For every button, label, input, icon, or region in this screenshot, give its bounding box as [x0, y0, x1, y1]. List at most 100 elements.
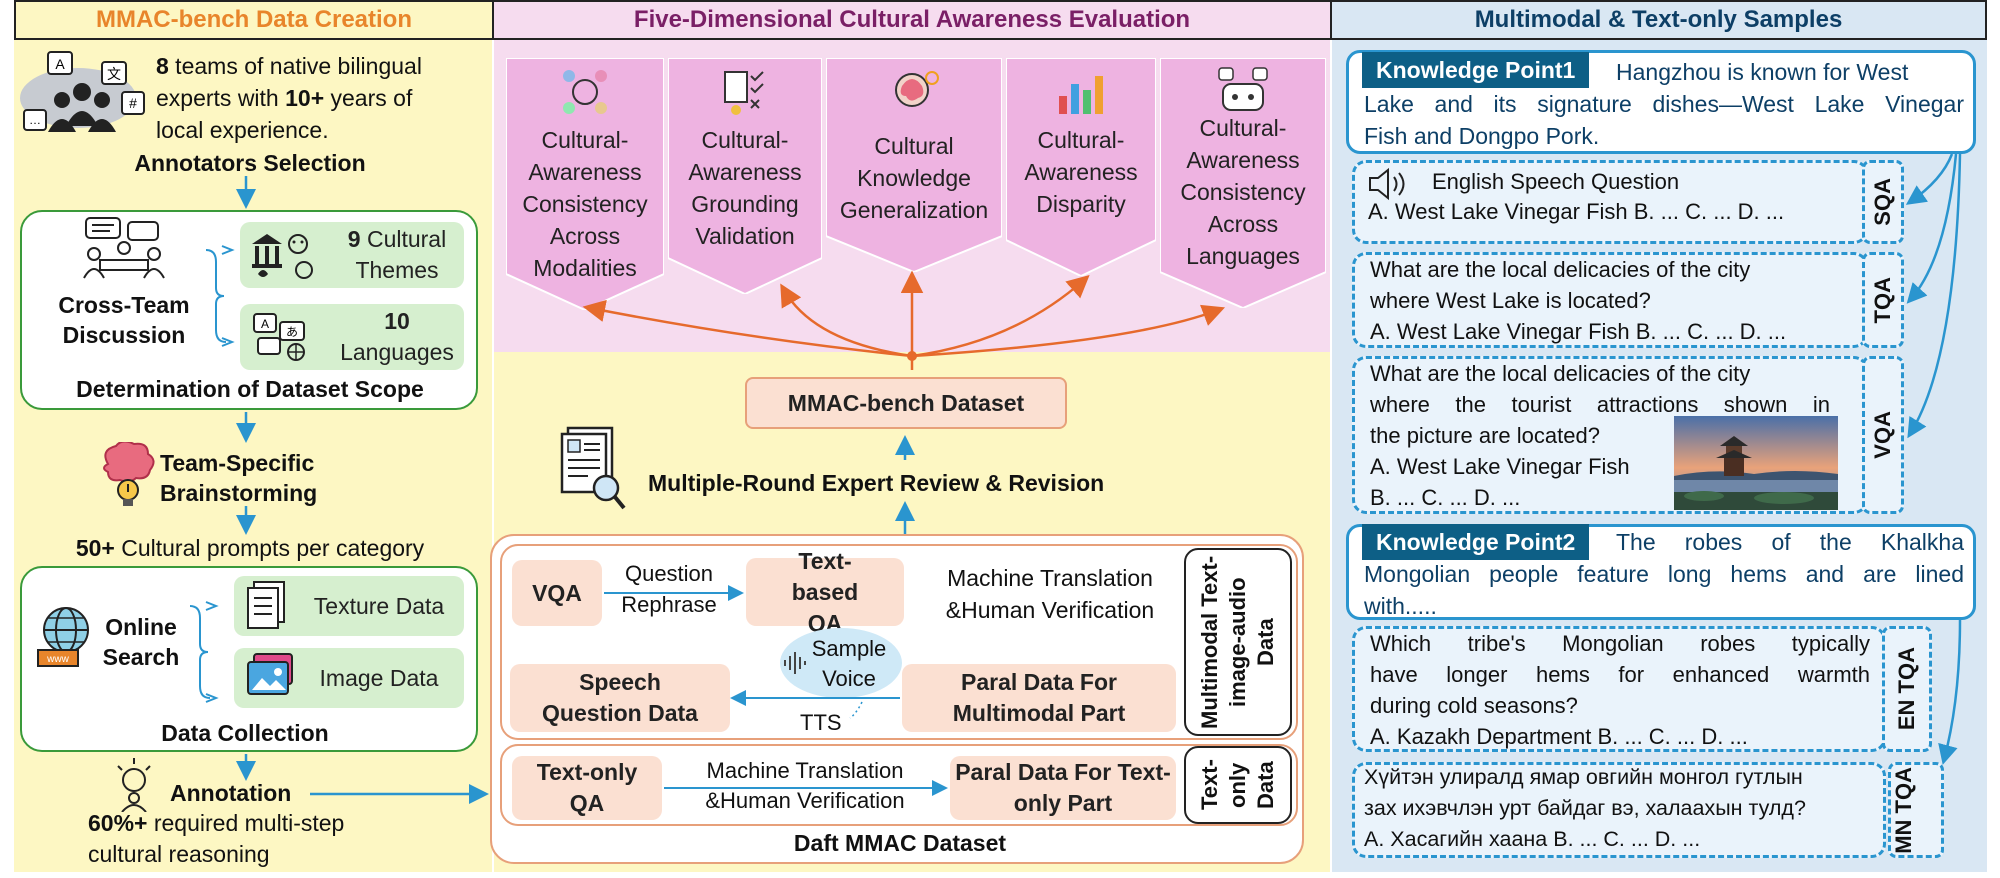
vqa-q3: the picture are located?: [1370, 423, 1600, 448]
mt-text: Machine Translation: [947, 565, 1153, 591]
annotators-desc-1: teams of native bilingual: [168, 53, 422, 79]
en-tqa-question: Which tribe's Mongolian robes typically …: [1370, 628, 1870, 752]
discussion-text: Discussion: [62, 322, 186, 348]
text-only-qa-box: Text-only QA: [512, 756, 662, 820]
sqa-answer: A. West Lake Vinegar Fish B. ... C. ... …: [1368, 199, 1785, 224]
annotators-description: 8 teams of native bilingual experts with…: [156, 50, 492, 146]
knowledge-point-2-text: The robes of the Khalkha Mongolian peopl…: [1364, 526, 1964, 622]
languages-text: Languages: [340, 339, 454, 365]
themes-a: Cultural: [360, 226, 447, 252]
en-answer: A. Kazakh Department B. ... C. ... D. ..…: [1370, 724, 1748, 749]
dimension-card: Cultural-Awareness Disparity: [1006, 58, 1156, 276]
dimension-label: Cultural-Awareness Consistency Across Mo…: [522, 127, 648, 281]
annotators-selection-label: Annotators Selection: [134, 150, 366, 176]
image-icon: [247, 653, 293, 695]
vqa-box: VQA: [512, 560, 602, 626]
reasoning-b: cultural reasoning: [88, 841, 270, 867]
grounding-validation-icon: [724, 71, 764, 115]
themes-b: Themes: [355, 257, 439, 283]
svg-text:あ: あ: [286, 325, 298, 339]
tts-label: TTS: [800, 710, 842, 735]
team-specific-label: Team-Specific Brainstorming: [160, 448, 350, 508]
svg-text:A: A: [55, 56, 65, 72]
online-search-icon: www: [37, 607, 89, 667]
multimodal-side-label: Multimodal Text-image-audio Data: [1197, 555, 1278, 729]
dimension-shield: [826, 58, 1002, 272]
dimension-label: Cultural-Awareness Disparity: [1024, 127, 1138, 217]
sample-connector-arrows: [1905, 153, 1962, 765]
svg-text:…: …: [29, 113, 41, 127]
scope-bracket: [205, 245, 235, 347]
svg-text:www: www: [46, 654, 69, 665]
years-count: 10+: [285, 85, 325, 111]
en-q3: during cold seasons?: [1370, 693, 1578, 718]
document-icon: [247, 581, 285, 629]
sample-voice-label: Sample Voice: [811, 636, 887, 691]
dimension-card: Cultural-Awareness Grounding Validation: [668, 58, 822, 294]
expert-review-label: Multiple-Round Expert Review & Revision: [648, 470, 1105, 496]
west-lake-pavilion-photo: [1674, 416, 1838, 510]
dimension-shield: [1006, 58, 1156, 276]
question-text: Question: [624, 561, 714, 586]
annotation-to-daft-arrow: [310, 784, 489, 804]
multimodal-side-box: Multimodal Text-image-audio Data: [1184, 548, 1292, 736]
annotation-label: Annotation: [170, 780, 292, 806]
tqa-sample-box: [1352, 252, 1868, 348]
kp2-line-c: with.....: [1364, 593, 1437, 619]
left-flow-arrows: [236, 176, 256, 781]
process-arrows: [604, 585, 948, 796]
data-collection-label: Data Collection: [161, 720, 329, 746]
machine-translation-2-label: Machine Translation &Human Verification: [670, 756, 940, 816]
paral-text-only-box: Paral Data For Text-only Part: [950, 756, 1176, 820]
consistency-languages-icon: [1218, 67, 1268, 111]
kp2-line-b: Mongolian people feature long hems and a…: [1364, 561, 1964, 587]
annotation-bulb-icon: [117, 758, 151, 812]
cross-team-text: Cross-Team: [58, 292, 190, 318]
review-document-icon: [560, 426, 626, 510]
kp2-line-a: The robes of the Khalkha: [1616, 529, 1964, 555]
dimension-card: Cultural-Awareness Consistency Across La…: [1160, 58, 1326, 308]
mn-tqa-sample-box: [1352, 762, 1886, 858]
tqa-answer: A. West Lake Vinegar Fish B. ... C. ... …: [1370, 319, 1787, 344]
waveform-icon: [784, 652, 806, 674]
languages-box: 10 Languages: [240, 304, 464, 370]
dimension-card: Cultural Knowledge Generalization: [826, 58, 1002, 272]
languages-count: 10: [384, 308, 410, 334]
texture-data-text: Texture Data: [313, 592, 445, 619]
kp1-line-a: Hangzhou is known for West: [1616, 59, 1909, 85]
en-q1: Which tribe's Mongolian robes typically: [1370, 631, 1870, 656]
dimension-card: Cultural-Awareness Consistency Across Mo…: [506, 58, 664, 310]
vqa-a1: A. West Lake Vinegar Fish: [1370, 454, 1630, 479]
mn-tqa-question: Хүйтэн улиралд ямар овгийн монгол гутлын…: [1364, 762, 1888, 855]
dataset-scope-label: Determination of Dataset Scope: [76, 376, 424, 402]
machine-translation-label: Machine Translation &Human Verification: [920, 562, 1180, 626]
cultural-themes-icon: [252, 234, 313, 279]
teams-count: 8: [156, 53, 169, 79]
team-specific-text: Team-Specific: [160, 450, 315, 476]
mn-tqa-tag: MN TQA: [1888, 762, 1944, 858]
text-only-side-label: Text-only Data: [1197, 759, 1278, 811]
disparity-chart-icon: [1059, 76, 1103, 114]
vqa-a2: B. ... C. ... D. ...: [1370, 485, 1521, 510]
search-text: Search: [102, 644, 180, 670]
knowledge-point-2-label: Knowledge Point2: [1362, 524, 1590, 560]
collection-bracket: [189, 601, 219, 703]
brainstorming-text: Brainstorming: [160, 480, 318, 506]
svg-text:#: #: [129, 95, 137, 111]
languages-icon: A あ: [253, 313, 305, 361]
dimension-shield: [668, 58, 822, 294]
vqa-question: What are the local delicacies of the cit…: [1370, 358, 1830, 513]
kp1-line-c: Fish and Dongpo Pork.: [1364, 123, 1600, 149]
brainstorming-icon: [103, 442, 155, 506]
en-q2: have longer hems for enhanced warmth: [1370, 662, 1870, 687]
mt2-text: Machine Translation: [706, 758, 904, 783]
middle-header: Five-Dimensional Cultural Awareness Eval…: [492, 0, 1332, 40]
svg-text:A: A: [261, 317, 269, 331]
image-data-text: Image Data: [319, 664, 439, 691]
team-experts-icon: A 文 # …: [20, 51, 145, 132]
cross-team-label: Cross-Team Discussion: [36, 290, 212, 350]
en-tqa-tag: EN TQA: [1882, 626, 1932, 752]
prompts-label: 50+ Cultural prompts per category: [30, 533, 470, 563]
knowledge-generalization-icon: [895, 71, 939, 107]
review-arrows: [895, 435, 915, 534]
